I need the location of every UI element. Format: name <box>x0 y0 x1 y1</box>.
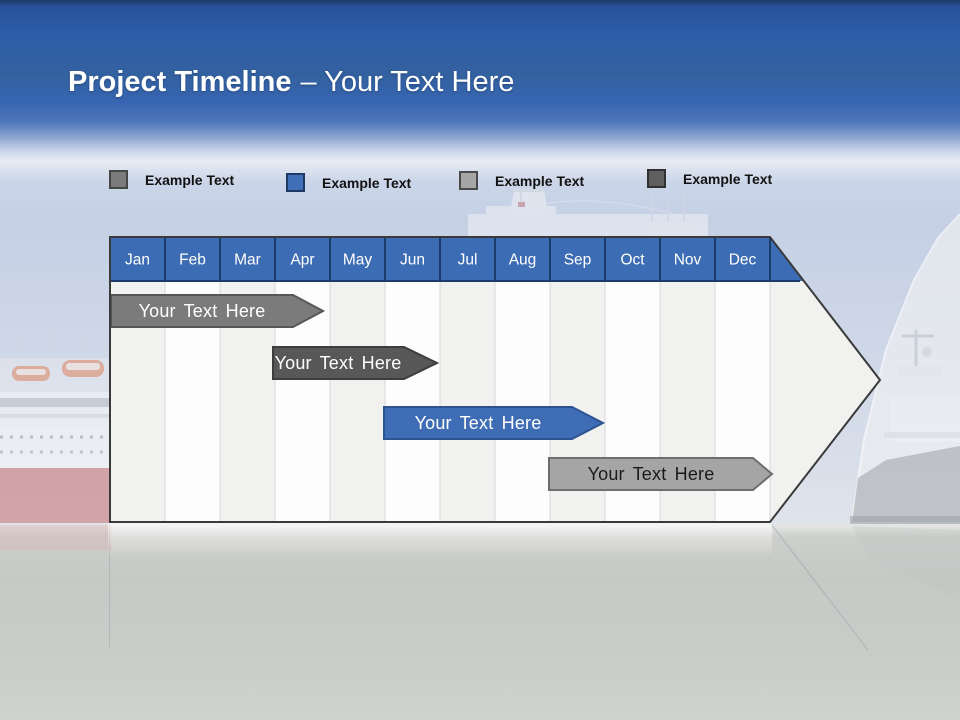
slide-title-regular: – Your Text Here <box>300 66 515 98</box>
right-ship-decoration <box>850 213 960 600</box>
title-band-background <box>0 0 960 165</box>
gantt-bar-2[interactable]: Your Text Here <box>272 346 440 380</box>
gantt-bar-1-label: Your Text Here <box>139 301 266 321</box>
month-label-dec: Dec <box>729 252 757 269</box>
gantt-bar-1[interactable]: Your Text Here <box>110 294 326 328</box>
legend-swatch-darkgray <box>647 169 666 188</box>
month-label-aug: Aug <box>509 252 537 269</box>
month-label-jun: Jun <box>400 252 425 269</box>
timeline-gantt-graphic[interactable]: Jan Feb Mar Apr May Jun Jul Aug Sep Oct … <box>100 230 890 530</box>
legend-label: Example Text <box>322 174 412 191</box>
water-background <box>0 525 960 720</box>
month-label-sep: Sep <box>564 252 592 269</box>
legend-label: Example Text <box>683 170 773 187</box>
legend-swatch-gray <box>109 170 128 189</box>
month-labels: Jan Feb Mar Apr May Jun Jul Aug Sep Oct … <box>125 252 757 269</box>
gantt-bar-4-shape[interactable] <box>548 457 774 491</box>
month-label-mar: Mar <box>234 252 261 269</box>
slide-title[interactable]: Project Timeline– Your Text Here <box>68 62 514 102</box>
month-header-band <box>110 237 803 281</box>
gantt-bar-2-label: Your Text Here <box>275 353 402 373</box>
timeline-arrow-outline <box>109 236 882 523</box>
gantt-bar-4[interactable]: Your Text Here <box>548 457 774 491</box>
month-divider-lines <box>110 237 800 282</box>
legend-swatch-lightgray <box>459 171 478 190</box>
month-label-nov: Nov <box>674 252 702 269</box>
month-label-jul: Jul <box>458 252 478 269</box>
month-label-oct: Oct <box>620 252 645 269</box>
table-water-reflection <box>108 523 772 557</box>
month-label-may: May <box>343 252 373 269</box>
center-ship-decoration <box>468 178 708 237</box>
gantt-bar-3-label: Your Text Here <box>415 413 542 433</box>
gantt-bar-3[interactable]: Your Text Here <box>383 406 606 440</box>
legend-item-3[interactable]: Example Text <box>459 171 584 190</box>
month-label-feb: Feb <box>179 252 206 269</box>
gantt-bar-3-shape[interactable] <box>383 406 606 440</box>
legend-item-2[interactable]: Example Text <box>286 173 411 192</box>
legend-label: Example Text <box>495 172 585 189</box>
left-ship-decoration <box>0 330 112 551</box>
gantt-bar-2-shape[interactable] <box>272 346 440 380</box>
month-label-apr: Apr <box>290 252 314 269</box>
gantt-bar-4-label: Your Text Here <box>588 464 715 484</box>
legend-item-1[interactable]: Example Text <box>109 170 234 189</box>
legend-label: Example Text <box>145 171 235 188</box>
month-label-jan: Jan <box>125 252 150 269</box>
legend-swatch-blue <box>286 173 305 192</box>
slide-title-bold: Project Timeline <box>68 66 292 98</box>
legend-item-4[interactable]: Example Text <box>647 169 772 188</box>
